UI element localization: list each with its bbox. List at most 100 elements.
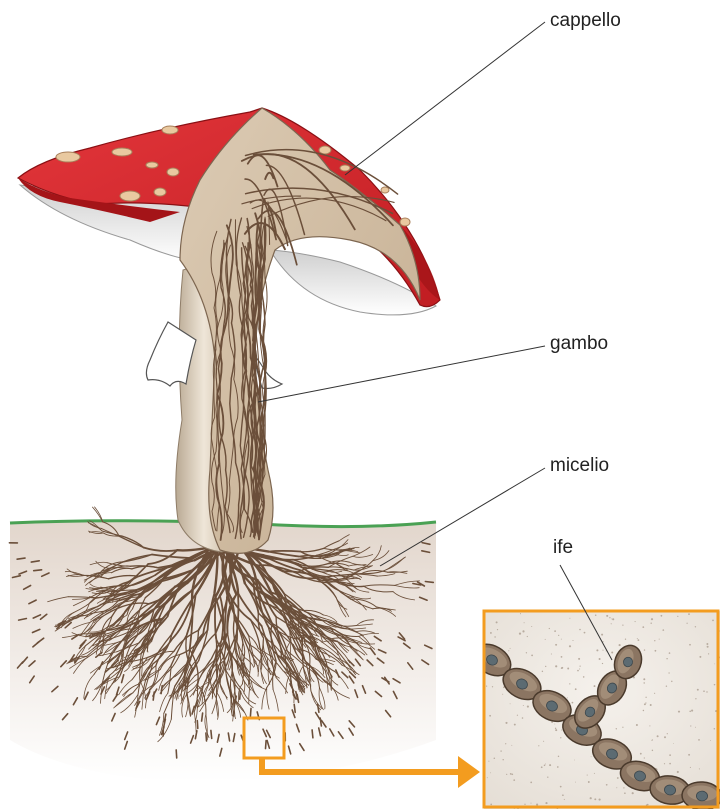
mycelium-dash bbox=[176, 750, 177, 758]
soil-speck bbox=[668, 672, 669, 673]
label-micelio: micelio bbox=[550, 456, 609, 475]
soil-speck bbox=[650, 704, 652, 706]
soil-speck bbox=[601, 634, 603, 636]
soil-speck bbox=[625, 639, 626, 640]
soil-speck bbox=[640, 753, 642, 755]
soil-speck bbox=[591, 756, 592, 757]
soil-speck bbox=[567, 697, 568, 698]
label-gambo: gambo bbox=[550, 334, 608, 353]
mycelium-strand bbox=[269, 551, 301, 552]
soil-speck bbox=[511, 773, 513, 775]
soil-speck bbox=[575, 782, 576, 783]
soil-speck bbox=[644, 649, 645, 650]
soil-speck bbox=[569, 618, 570, 619]
soil-speck bbox=[695, 698, 696, 699]
soil-speck bbox=[622, 624, 623, 625]
soil-speck bbox=[650, 622, 651, 623]
soil-speck bbox=[524, 622, 525, 623]
soil-speck bbox=[574, 760, 575, 761]
soil-speck bbox=[677, 616, 678, 617]
label-cappello: cappello bbox=[550, 11, 621, 30]
soil-speck bbox=[706, 643, 708, 645]
soil-speck bbox=[712, 620, 714, 622]
soil-speck bbox=[606, 615, 608, 617]
soil-speck bbox=[619, 644, 621, 646]
soil-speck bbox=[635, 621, 636, 622]
mycelium-dash bbox=[34, 570, 42, 571]
mycelium-dash bbox=[211, 730, 212, 738]
mycelium-dash bbox=[206, 733, 207, 741]
soil-speck bbox=[691, 710, 693, 712]
soil-speck bbox=[511, 745, 512, 746]
mycelium-dash bbox=[266, 741, 267, 749]
soil-speck bbox=[578, 658, 580, 660]
soil-speck bbox=[500, 750, 501, 751]
soil-speck bbox=[695, 626, 696, 627]
soil-speck bbox=[530, 803, 531, 804]
soil-speck bbox=[564, 799, 565, 800]
soil-speck bbox=[560, 737, 561, 738]
soil-speck bbox=[567, 668, 569, 670]
soil-speck bbox=[714, 684, 716, 686]
soil-speck bbox=[522, 630, 524, 632]
soil-speck bbox=[569, 683, 570, 684]
hyphae-inset bbox=[468, 611, 720, 809]
soil-speck bbox=[543, 741, 544, 742]
soil-speck bbox=[486, 686, 487, 687]
soil-speck bbox=[524, 804, 525, 805]
soil-speck bbox=[599, 658, 601, 660]
soil-speck bbox=[643, 678, 645, 680]
soil-speck bbox=[655, 650, 657, 652]
soil-speck bbox=[527, 636, 528, 637]
soil-speck bbox=[707, 646, 709, 648]
soil-speck bbox=[609, 617, 610, 618]
soil-speck bbox=[554, 724, 555, 725]
soil-speck bbox=[558, 756, 559, 757]
mycelium-dash bbox=[240, 691, 241, 699]
soil-speck bbox=[714, 663, 715, 664]
soil-speck bbox=[699, 656, 701, 658]
soil-speck bbox=[659, 639, 660, 640]
soil-speck bbox=[555, 729, 557, 731]
mycelium-dash bbox=[250, 708, 251, 716]
soil-speck bbox=[490, 772, 491, 773]
soil-speck bbox=[514, 724, 516, 726]
soil-speck bbox=[636, 724, 638, 726]
soil-speck bbox=[644, 703, 646, 705]
soil-speck bbox=[698, 739, 700, 741]
soil-speck bbox=[596, 649, 598, 651]
soil-speck bbox=[505, 743, 506, 744]
mycelium-dash bbox=[425, 582, 433, 583]
soil-speck bbox=[549, 628, 550, 629]
soil-speck bbox=[714, 728, 716, 730]
soil-speck bbox=[667, 733, 668, 734]
soil-speck bbox=[569, 645, 571, 647]
soil-speck bbox=[520, 613, 521, 614]
soil-speck bbox=[561, 639, 562, 640]
soil-speck bbox=[579, 668, 580, 669]
soil-speck bbox=[561, 729, 562, 730]
soil-speck bbox=[555, 728, 556, 729]
soil-speck bbox=[642, 626, 644, 628]
soil-speck bbox=[558, 635, 559, 636]
soil-speck bbox=[623, 787, 624, 788]
soil-speck bbox=[494, 636, 495, 637]
soil-speck bbox=[496, 621, 498, 623]
soil-speck bbox=[554, 630, 556, 632]
soil-speck bbox=[490, 804, 492, 806]
soil-speck bbox=[587, 775, 588, 776]
soil-speck bbox=[588, 781, 590, 783]
soil-speck bbox=[643, 682, 644, 683]
soil-speck bbox=[617, 777, 619, 779]
soil-speck bbox=[541, 766, 543, 768]
soil-speck bbox=[577, 670, 579, 672]
soil-speck bbox=[652, 739, 653, 740]
soil-speck bbox=[699, 768, 700, 769]
soil-speck bbox=[657, 735, 659, 737]
micelio-leader bbox=[380, 468, 545, 566]
soil-speck bbox=[651, 618, 653, 620]
soil-speck bbox=[669, 754, 671, 756]
soil-speck bbox=[677, 771, 679, 773]
soil-speck bbox=[545, 666, 546, 667]
soil-speck bbox=[584, 632, 586, 634]
